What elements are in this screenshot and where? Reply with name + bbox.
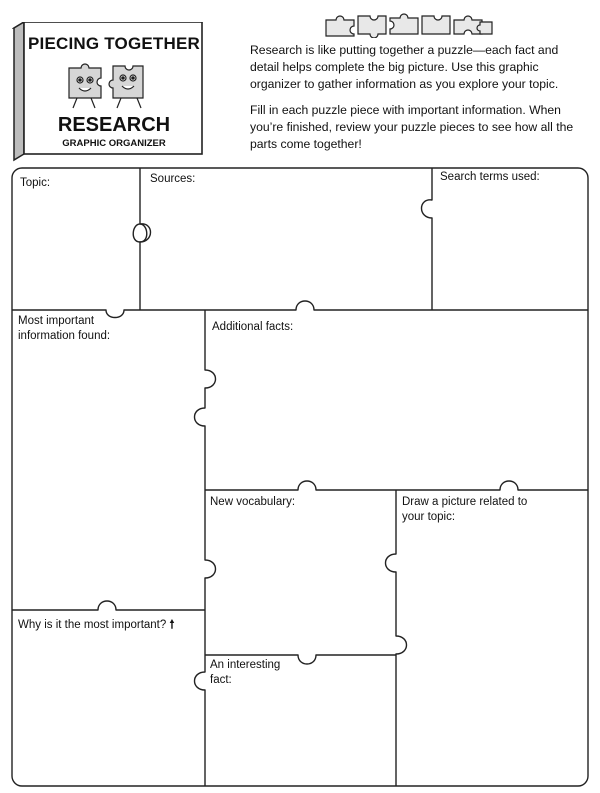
why-important-text: Why is it the most important?: [18, 619, 167, 631]
up-arrow-icon: 🠕: [169, 619, 175, 631]
search-terms-label: Search terms used:: [440, 171, 540, 183]
intro-paragraph-1: Research is like putting together a puzz…: [250, 43, 559, 91]
most-important-label: Most important information found:: [18, 315, 111, 342]
puzzle-box-icon: [12, 22, 204, 162]
additional-facts-label: Additional facts:: [212, 321, 294, 333]
intro-paragraph-2: Fill in each puzzle piece with important…: [250, 103, 574, 151]
why-important-label: Why is it the most important? 🠕: [18, 618, 174, 633]
subtitle: GRAPHIC ORGANIZER: [62, 138, 166, 149]
puzzle-pieces-icon: [325, 13, 493, 38]
draw-picture-label: Draw a picture related to your topic:: [402, 496, 528, 523]
new-vocabulary-label: New vocabulary:: [210, 496, 296, 508]
title-line2: RESEARCH: [57, 114, 171, 136]
intro-text: Research is like putting together a puzz…: [250, 42, 590, 162]
interesting-fact-label: An interesting fact:: [210, 659, 281, 686]
title-line1: PIECING TOGETHER: [28, 34, 200, 53]
title-box: PIECING TOGETHER RESEARCH GRAPHIC ORGANI…: [12, 22, 208, 162]
sources-label: Sources:: [150, 173, 196, 185]
topic-label: Topic:: [20, 177, 51, 189]
